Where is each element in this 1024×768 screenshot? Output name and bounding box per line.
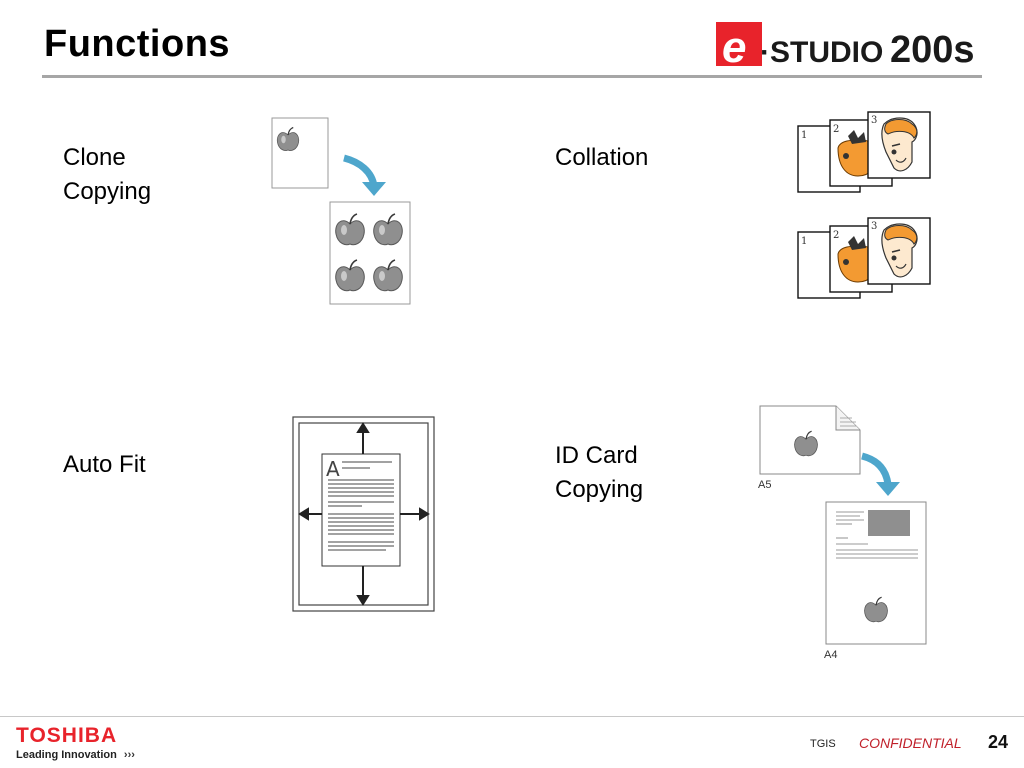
logo-red-block [716,22,762,66]
curved-arrow-icon [343,154,378,187]
page-letter: A [326,457,340,481]
footer-org: TGIS [810,738,836,750]
id-card-illustration: A5 A4 [756,402,932,664]
company-name: TOSHIBA [16,724,118,747]
auto-fit-label: Auto Fit [63,448,146,482]
title-divider [42,75,982,78]
id-card-label-line2: Copying [555,476,644,503]
confidential-label: CONFIDENTIAL [859,735,962,751]
inner-page [321,453,401,567]
slide-title: Functions [44,23,231,65]
company-tagline: Leading Innovation ››› [16,748,135,762]
clone-copying-illustration [268,112,416,308]
logo-graphic: e ·STUDIO 200s [716,22,975,72]
auto-fit-label-text: Auto Fit [63,451,146,478]
collated-set-2 [798,218,930,298]
id-card-copying-label: ID Card Copying [555,439,643,507]
logo-name: ·STUDIO [760,36,883,69]
tagline-text: Leading Innovation [16,749,117,761]
auto-fit-illustration: A [292,416,436,612]
apple-icon [864,596,888,623]
product-logo: e ·STUDIO 200s [712,12,992,74]
collation-label-text: Collation [555,144,649,171]
logo-prefix: e [722,23,746,72]
size-label-a5: A5 [758,479,771,491]
logo-model: 200s [890,29,975,71]
expand-arrows-icon [298,422,430,606]
collated-set-1 [798,112,930,192]
photo-block [868,510,910,536]
size-label-a4: A4 [824,649,837,661]
tagline-arrows-icon: ››› [123,749,135,761]
footer-divider [0,716,1024,717]
clone-label-line2: Copying [63,178,152,205]
clone-copying-label: Clone Copying [63,141,151,209]
page-number: 24 [988,732,1009,752]
collation-illustration: 1 2 3 [792,108,936,304]
curved-arrow-icon [860,452,892,485]
company-logo: TOSHIBA Leading Innovation ››› [16,724,135,762]
id-card-label-line1: ID Card [555,442,638,469]
apple-icon [794,430,818,457]
collation-label: Collation [555,141,648,175]
original-page [271,117,329,189]
clone-label-line1: Clone [63,144,126,171]
